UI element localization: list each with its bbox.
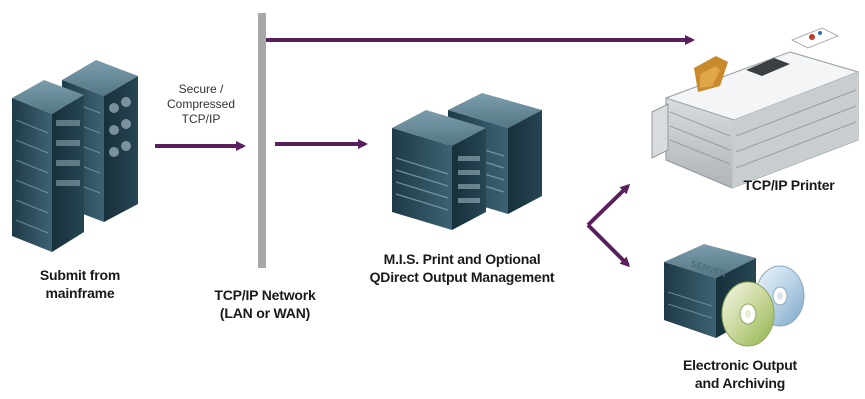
- mis-label: M.I.S. Print and Optional QDirect Output…: [350, 250, 574, 286]
- archive-label-line1: Electronic Output: [682, 357, 798, 373]
- secure-label-line1: Secure /: [178, 82, 224, 96]
- network-label-line1: TCP/IP Network: [214, 287, 316, 303]
- archive-label-line2: and Archiving: [694, 375, 786, 391]
- archive-label: Electronic Output and Archiving: [660, 356, 820, 392]
- printer-label: TCP/IP Printer: [743, 177, 835, 193]
- submit-label: Submit from mainframe: [20, 266, 140, 302]
- submit-label-line2: mainframe: [45, 285, 115, 301]
- optical-disc-icon: [721, 265, 805, 347]
- secure-label: Secure / Compressed TCP/IP: [146, 82, 256, 127]
- mis-server-icon: [392, 93, 542, 230]
- network-label: TCP/IP Network (LAN or WAN): [185, 286, 345, 322]
- secure-label-line3: TCP/IP: [181, 112, 221, 126]
- network-bar: [258, 13, 266, 268]
- secure-label-line2: Compressed: [166, 97, 236, 111]
- network-label-line2: (LAN or WAN): [219, 305, 311, 321]
- arrow-mis-to-outputs: [586, 183, 631, 268]
- mis-label-line2: QDirect Output Management: [369, 269, 555, 285]
- mainframe-server-icon: [12, 60, 138, 252]
- mis-label-line1: M.I.S. Print and Optional: [383, 251, 541, 267]
- printer-icon: [651, 27, 860, 189]
- submit-label-line1: Submit from: [39, 267, 121, 283]
